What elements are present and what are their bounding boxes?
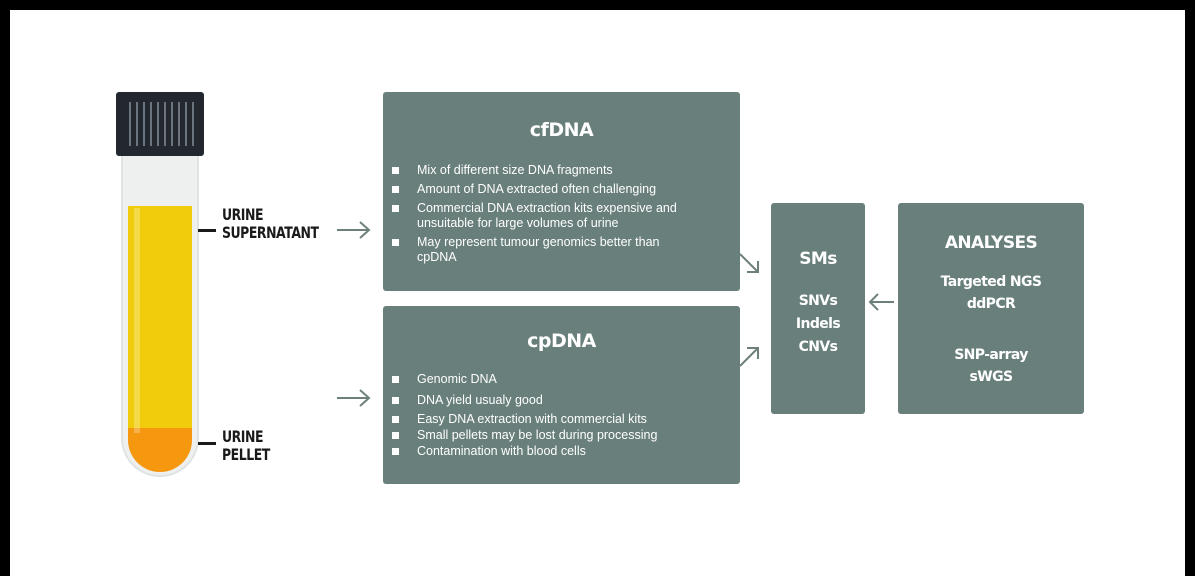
analyses-title: ANALYSES xyxy=(944,233,1038,253)
arrow-supernatant-to-cfdna xyxy=(337,221,371,239)
cpdna-title: cpDNA xyxy=(527,330,596,352)
cpdna-box: cpDNA Genomic DNA DNA yield usualy good … xyxy=(383,306,740,484)
supernatant-pointer-line xyxy=(198,229,216,232)
cpdna-bullet: Small pellets may be lost during process… xyxy=(383,428,740,443)
cfdna-bullet-list: Mix of different size DNA fragments Amou… xyxy=(383,163,723,265)
cpdna-bullet-list: Genomic DNA DNA yield usualy good Easy D… xyxy=(383,372,740,459)
arrow-analyses-to-variants xyxy=(868,293,894,311)
variants-header: SMs xyxy=(799,249,837,269)
variant-item: Indels xyxy=(795,316,841,332)
analysis-method: Targeted NGS xyxy=(940,274,1042,290)
variant-item: SNVs xyxy=(798,293,838,309)
cpdna-bullet: Genomic DNA xyxy=(383,372,740,387)
cpdna-bullet: Contamination with blood cells xyxy=(383,444,740,459)
arrow-cpdna-to-variants xyxy=(739,347,759,367)
analyses-box: ANALYSES Targeted NGS ddPCR SNP-array sW… xyxy=(898,203,1084,414)
urine-tube-illustration xyxy=(116,92,204,477)
cpdna-bullet: DNA yield usualy good xyxy=(383,393,740,408)
pellet-fill xyxy=(128,428,192,472)
analysis-method: sWGS xyxy=(969,369,1014,385)
variant-item: CNVs xyxy=(798,339,838,355)
cfdna-box: cfDNA Mix of different size DNA fragment… xyxy=(383,92,740,291)
pellet-label: URINE PELLET xyxy=(222,427,270,464)
analysis-method: SNP-array xyxy=(954,347,1028,363)
variants-box: SMs SNVs Indels CNVs xyxy=(771,203,865,414)
pellet-pointer-line xyxy=(198,442,216,445)
cfdna-bullet: May represent tumour genomics better tha… xyxy=(383,235,697,265)
cfdna-bullet: Mix of different size DNA fragments xyxy=(383,163,723,178)
arrow-cfdna-to-variants xyxy=(739,253,759,273)
cpdna-bullet: Easy DNA extraction with commercial kits xyxy=(383,412,740,427)
analysis-method: ddPCR xyxy=(966,296,1016,312)
cfdna-title: cfDNA xyxy=(529,119,594,141)
supernatant-fill xyxy=(128,206,192,431)
arrow-pellet-to-cpdna xyxy=(337,389,371,407)
cfdna-bullet: Amount of DNA extracted often challengin… xyxy=(383,182,723,197)
cfdna-bullet: Commercial DNA extraction kits expensive… xyxy=(383,201,687,231)
supernatant-label: URINE SUPERNATANT xyxy=(222,205,319,242)
